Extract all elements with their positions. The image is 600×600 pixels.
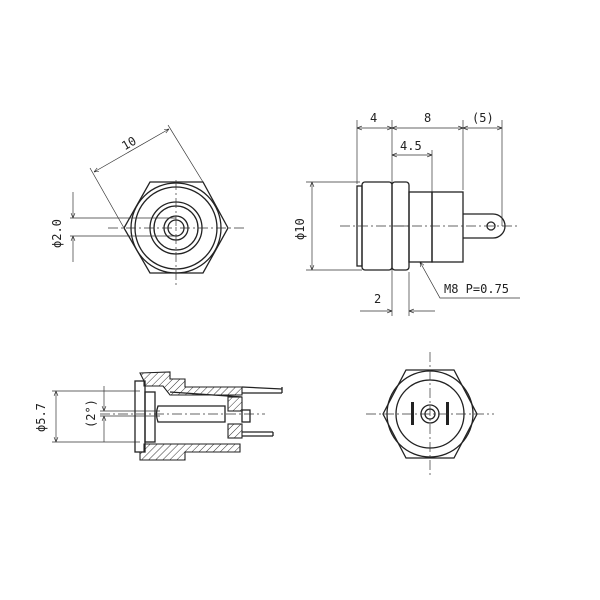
dim-thread-label: 4.5 <box>400 139 422 153</box>
thread-spec-label: M8 P=0.75 <box>444 282 509 296</box>
hole-diameter-label: ϕ2.0 <box>50 219 64 248</box>
dim-bore-label: ϕ5.7 <box>34 403 48 432</box>
dim-pin-label: (5) <box>472 111 494 125</box>
dim-flange-label: 4 <box>370 111 377 125</box>
front-view: 10 ϕ2.0 <box>50 124 244 286</box>
dim-pin-angle-label: (2°) <box>84 399 98 428</box>
dim-body-label: 8 <box>424 111 431 125</box>
section-view: ϕ5.7 (2°) <box>34 371 283 461</box>
side-view: 4 8 (5) 4.5 ϕ10 2 M8 P=0.75 <box>293 111 520 316</box>
dim-nut-label: 2 <box>374 292 381 306</box>
rear-view <box>366 352 494 478</box>
across-flats-label: 10 <box>119 134 139 153</box>
dim-diameter-label: ϕ10 <box>293 218 307 240</box>
